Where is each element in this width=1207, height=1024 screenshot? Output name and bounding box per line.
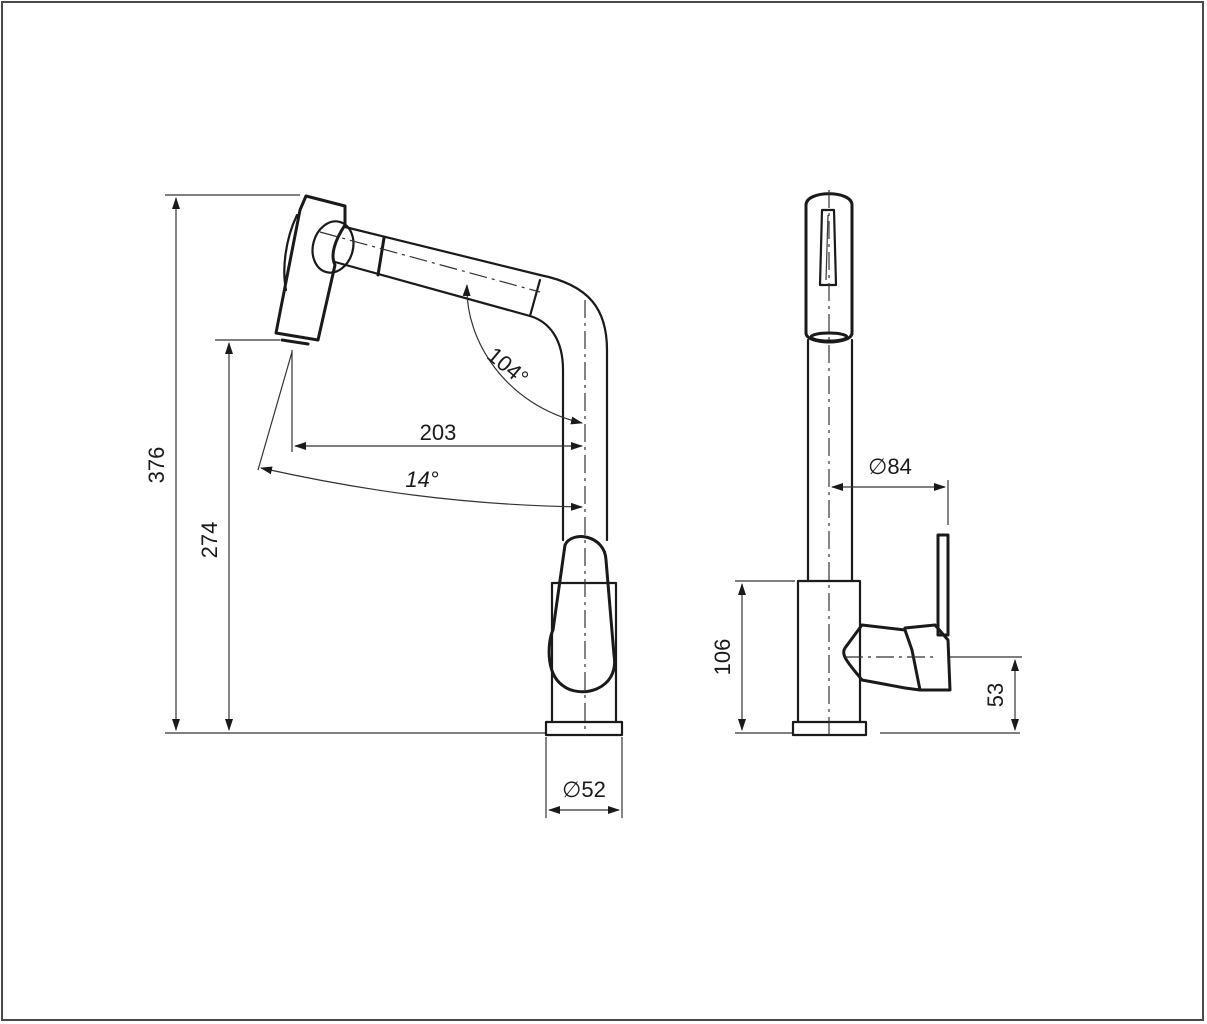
side-head-joint xyxy=(311,220,355,274)
front-view: ∅84 106 53 xyxy=(710,190,1022,737)
side-spout-ring xyxy=(376,236,386,277)
dim-spout-reach: 203 xyxy=(420,420,457,445)
front-body xyxy=(796,579,862,724)
side-base-plate xyxy=(544,720,624,737)
front-lever-cap xyxy=(903,623,952,692)
front-head-detail xyxy=(825,214,829,281)
dim-104-arc xyxy=(462,284,583,425)
dim-14-ext-left xyxy=(257,351,293,471)
side-spray-head xyxy=(274,194,347,342)
side-outlet xyxy=(280,338,310,346)
front-outlet xyxy=(809,331,849,343)
dim-body-height: 106 xyxy=(710,639,735,676)
side-lever xyxy=(547,535,617,694)
side-bend-seam xyxy=(528,278,542,318)
front-lever-neck xyxy=(842,623,922,692)
dim-14-arc xyxy=(260,466,583,511)
dim-swivel-angle: 14° xyxy=(405,467,438,492)
side-head-button xyxy=(283,213,299,292)
dim-lever-axis-height: 53 xyxy=(983,683,1008,707)
side-spout-centerline xyxy=(319,231,541,293)
side-spout-bend xyxy=(528,273,609,372)
front-lever-blade xyxy=(936,533,950,637)
dim-lever-diameter: ∅84 xyxy=(868,454,912,479)
side-body xyxy=(550,581,618,724)
side-view: 376 274 203 14° 104° ∅52 xyxy=(144,194,624,818)
side-spout-horizontal xyxy=(333,225,542,318)
front-head-button xyxy=(818,208,838,287)
dim-base-diameter: ∅52 xyxy=(562,777,606,802)
dim-overall-height: 376 xyxy=(144,447,169,484)
dim-outlet-height: 274 xyxy=(197,522,222,559)
front-spout-tube xyxy=(806,338,854,583)
